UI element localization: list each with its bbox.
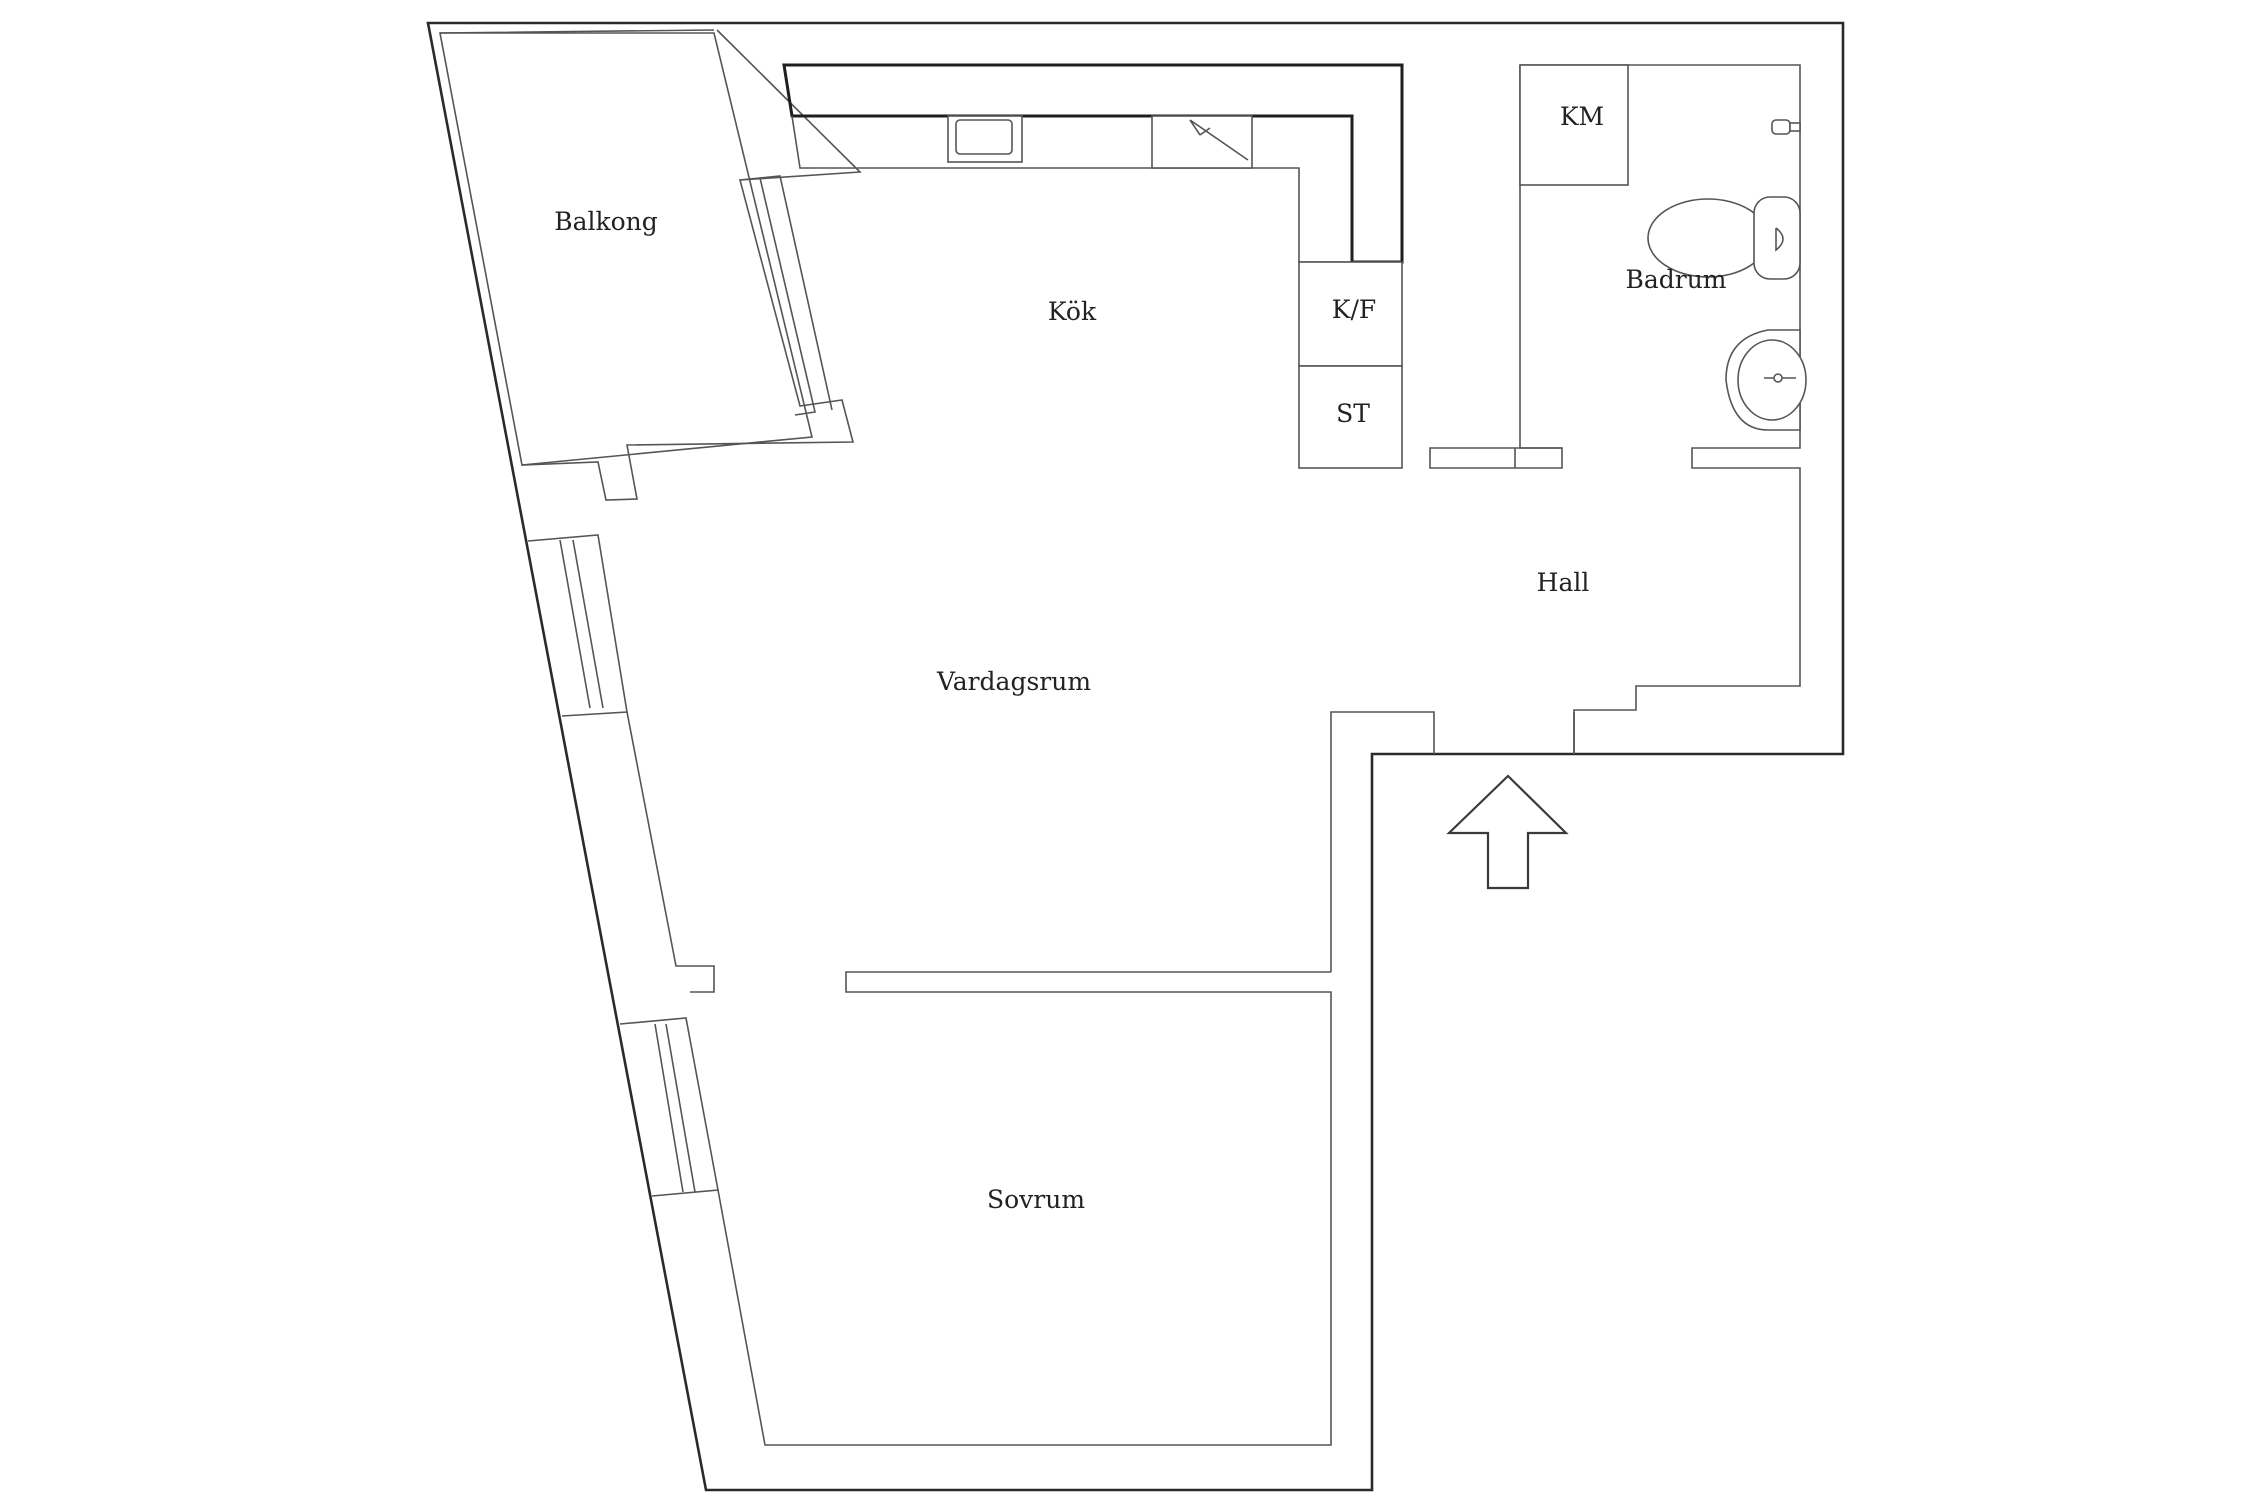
hall-entrance-wall bbox=[1330, 711, 1575, 972]
fridge-freezer bbox=[1298, 261, 1403, 367]
label-sovrum: Sovrum bbox=[987, 1185, 1085, 1214]
label-balkong: Balkong bbox=[554, 207, 658, 236]
balcony-outline bbox=[440, 32, 813, 466]
wall-fixture-icon bbox=[1771, 119, 1801, 135]
label-st: ST bbox=[1336, 399, 1370, 428]
label-vardagsrum: Vardagsrum bbox=[936, 667, 1091, 696]
washing-machine bbox=[1519, 64, 1629, 186]
label-hall: Hall bbox=[1537, 568, 1590, 597]
kitchen-hall-wall bbox=[1429, 447, 1563, 469]
label-kf: K/F bbox=[1332, 295, 1376, 324]
bathroom-west-wall bbox=[1519, 65, 1562, 449]
bathroom-wall bbox=[1520, 64, 1801, 754]
entrance-arrow-icon bbox=[1446, 774, 1569, 890]
wall-west-bottom bbox=[717, 971, 1332, 1446]
window-west-upper bbox=[527, 534, 628, 717]
wall-west-mid bbox=[626, 711, 715, 993]
inner-wall-west bbox=[439, 29, 862, 501]
stove-icon bbox=[1151, 115, 1253, 169]
washbasin-icon bbox=[1725, 329, 1807, 431]
toilet-icon bbox=[1647, 196, 1801, 280]
outer-wall bbox=[426, 21, 1845, 1492]
kitchen-sink-icon bbox=[947, 115, 1023, 163]
label-kok: Kök bbox=[1048, 297, 1097, 326]
label-badrum: Badrum bbox=[1625, 265, 1726, 294]
kitchen-counter bbox=[782, 63, 1404, 264]
kitchen-counter-inner bbox=[791, 115, 1352, 263]
window-west-lower bbox=[619, 1017, 719, 1197]
balcony-window-frame bbox=[739, 175, 833, 416]
label-km: KM bbox=[1560, 102, 1604, 131]
storage-cabinet bbox=[1298, 365, 1403, 469]
